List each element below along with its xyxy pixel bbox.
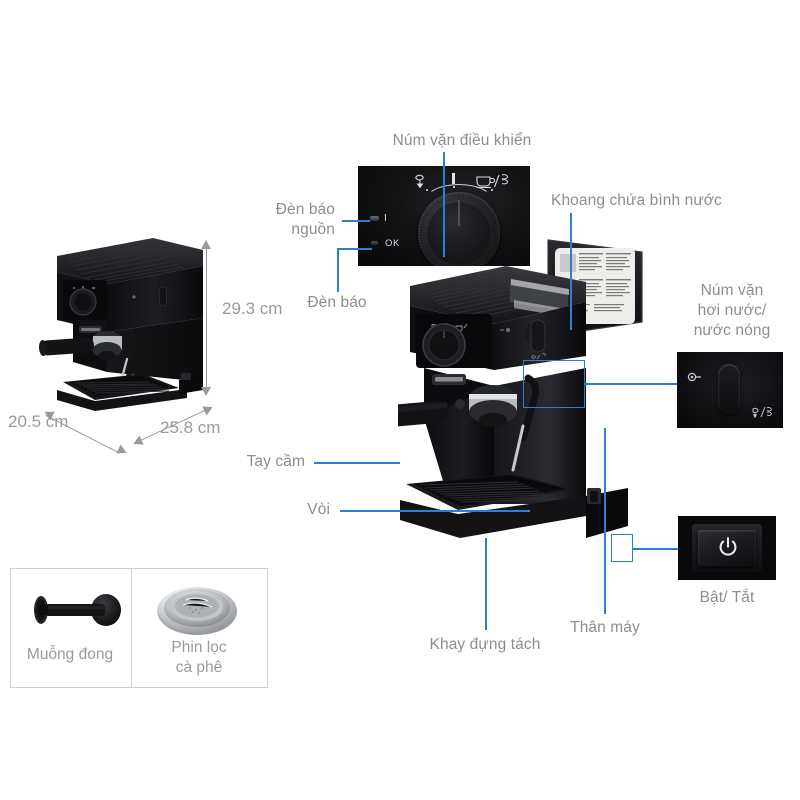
knob-pointer (458, 200, 460, 226)
leader-steam-knob (585, 383, 677, 385)
product-image-main (398, 238, 666, 598)
dimension-depth-arrow-end (116, 444, 129, 458)
coffee-filter-icon (150, 582, 245, 638)
leader-ready-indicator-h (337, 248, 372, 250)
dimension-height-arrow-bottom (201, 387, 211, 396)
dimension-depth-label: 20.5 cm (8, 412, 69, 431)
callout-drip-tray-label: Khay đựng tách (429, 636, 541, 653)
dimension-height-label: 29.3 cm (222, 299, 283, 318)
callout-handle-label: Tay cầm (246, 453, 305, 470)
leader-water-tank (570, 213, 572, 330)
leader-power-switch (633, 548, 678, 550)
accessories-divider (131, 568, 132, 688)
knob-range-arc (424, 184, 494, 202)
espresso-machine-small-svg (38, 238, 203, 411)
leader-ready-indicator-v (337, 248, 339, 292)
espresso-machine-main-svg (398, 239, 643, 538)
steam-knob-lever[interactable] (718, 364, 740, 414)
ready-indicator-led (371, 241, 378, 245)
leader-handle (314, 462, 400, 464)
dimension-width-arrow-start (131, 435, 144, 449)
steam-knob-highlight-box (523, 360, 585, 408)
callout-steam-knob-label: Núm vặn hơi nước/ nước nóng (693, 282, 771, 339)
cup-coffee-icon (476, 173, 512, 189)
leader-drip-tray (485, 538, 487, 630)
arc-tick-right (491, 189, 494, 192)
steam-wand-icon (414, 174, 430, 189)
steam-knob-detail-panel (677, 352, 783, 428)
power-icon (718, 537, 738, 558)
standby-bar-icon (452, 173, 455, 184)
callout-control-knob-label: Núm vặn điều khiển (392, 132, 532, 149)
accessory-label-coffee-filter: Phin lọc cà phê (171, 639, 227, 676)
arc-tick-left (426, 189, 429, 192)
dimension-width-label: 25.8 cm (160, 418, 221, 437)
ready-indicator-symbol: OK (385, 238, 400, 249)
dimension-height-line (206, 246, 208, 390)
power-indicator-led (370, 216, 379, 221)
callout-power-indicator-label: Đèn báo nguồn (275, 201, 335, 238)
product-image-small (35, 222, 210, 422)
leader-body (604, 428, 606, 614)
power-indicator-symbol: I (384, 213, 388, 224)
power-switch-detail-panel (678, 516, 776, 580)
steam-knob-main (500, 319, 551, 360)
dimension-height-arrow-top (201, 240, 211, 249)
power-switch-highlight-box (611, 534, 633, 562)
callout-body-label: Thân máy (570, 619, 640, 636)
steam-icon (751, 404, 777, 420)
power-rocker-button[interactable] (698, 530, 756, 566)
callout-power-switch-label: Bật/ Tắt (699, 589, 755, 606)
leader-power-indicator (342, 220, 370, 222)
accessory-label-measuring-spoon: Muỗng đong (26, 646, 114, 663)
measuring-spoon-icon (18, 586, 123, 636)
callout-ready-indicator-label: Đèn báo (307, 294, 367, 311)
callout-spout-label: Vòi (307, 501, 330, 518)
leader-spout (340, 510, 530, 512)
hot-water-icon (687, 372, 705, 382)
leader-control-knob (443, 152, 445, 257)
callout-water-tank-label: Khoang chứa bình nước (551, 192, 722, 209)
